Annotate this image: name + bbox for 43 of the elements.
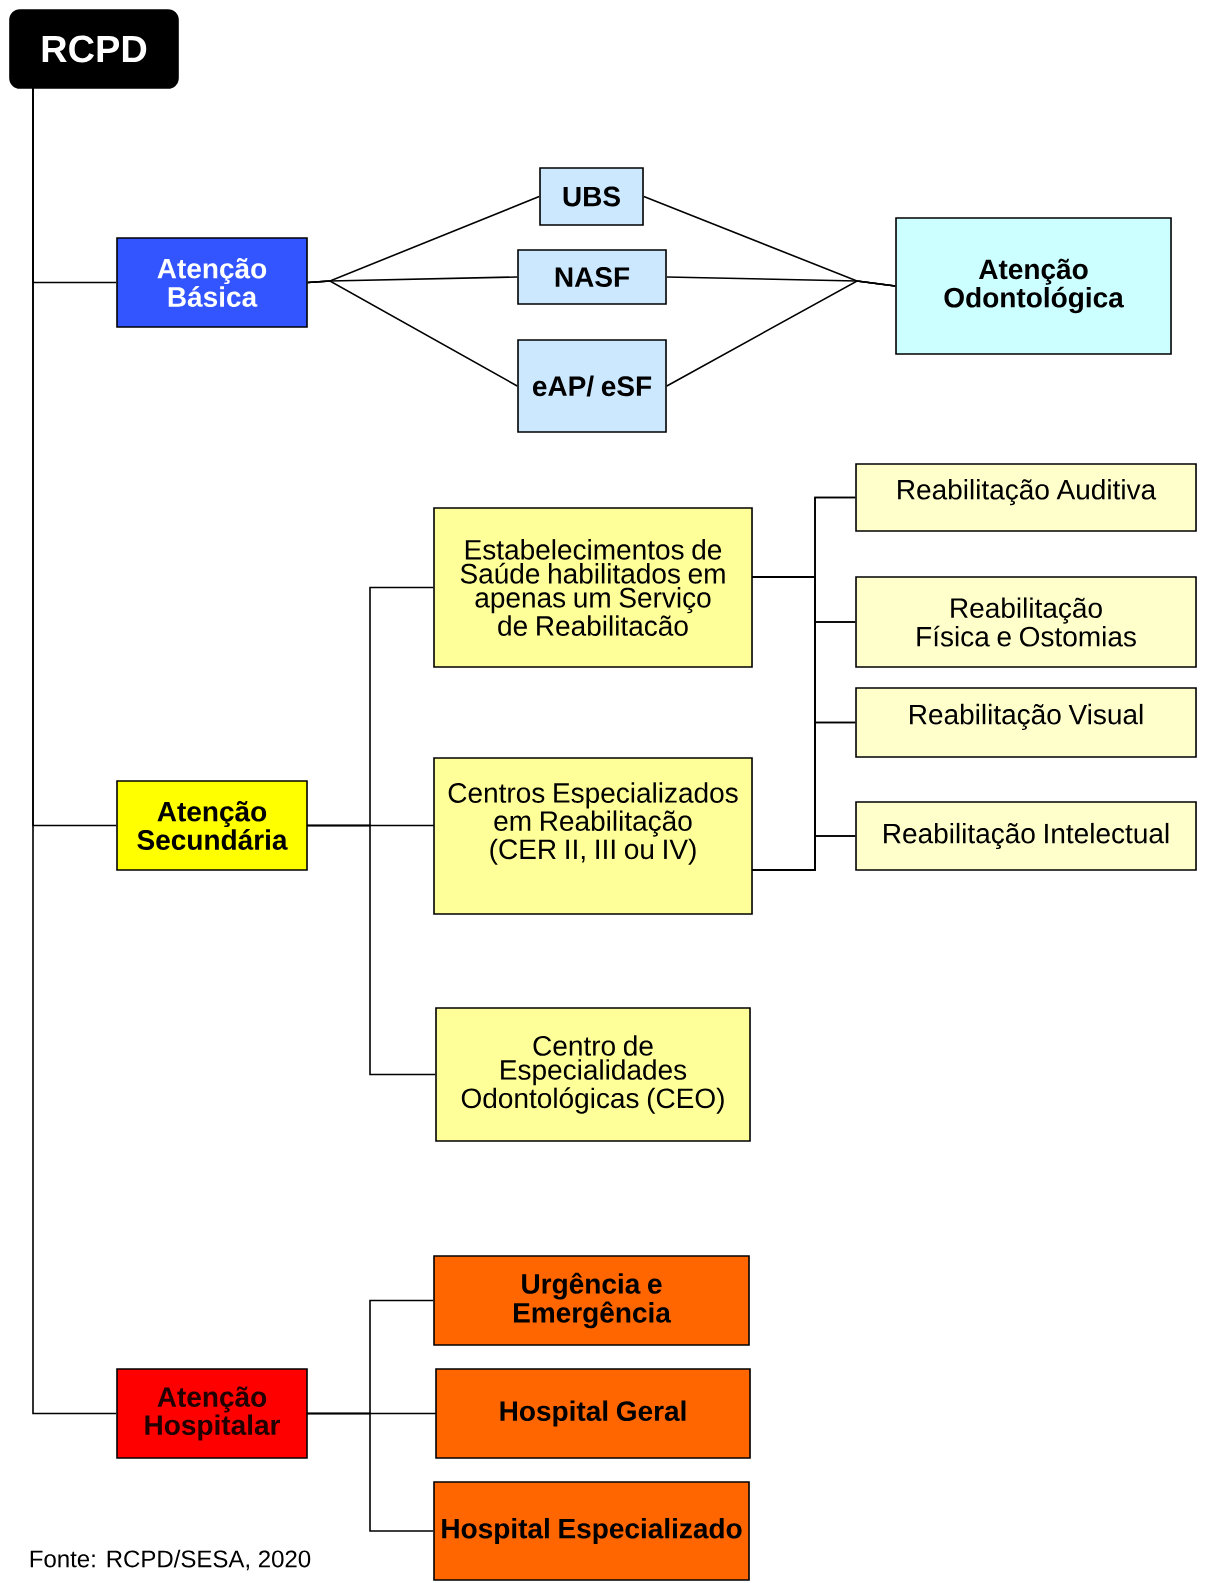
text-box xyxy=(433,507,753,668)
connector-line xyxy=(666,280,896,387)
text-box xyxy=(517,249,667,305)
node-label: Centros Especializados em Reabilitação (CER II, III ou IV) xyxy=(448,782,738,865)
node-label: Reabilitação Auditiva xyxy=(898,479,1157,506)
text-box xyxy=(855,687,1197,758)
node-label: Hospital Geral xyxy=(500,1400,686,1427)
connector-line xyxy=(306,824,436,1076)
text-box xyxy=(539,167,644,226)
node-label: Urgência e Emergência xyxy=(514,1272,672,1329)
node-label: Hospital Especializado xyxy=(442,1517,742,1545)
text-box xyxy=(435,1007,751,1142)
node-label: RCPD xyxy=(42,35,147,63)
text-box xyxy=(855,801,1197,871)
text-box xyxy=(116,1368,308,1459)
caption: Fonte: RCPD/SESA, 2020 xyxy=(30,1549,311,1571)
node-label: Atenção Básica xyxy=(157,258,267,307)
text-box xyxy=(435,1368,751,1459)
text-box xyxy=(855,576,1197,668)
connector-line xyxy=(32,87,117,1415)
node-label: Estabelecimentos de Saúde habilitados em apenas um Serviço de Reabilitacão xyxy=(460,539,725,636)
node-label: NASF xyxy=(555,267,630,287)
node-label: eAP/ eSF xyxy=(532,375,652,397)
node-label: Reabilitação Intelectual xyxy=(884,822,1169,850)
node-label: Reabilitação Visual xyxy=(910,703,1143,731)
connector-line xyxy=(307,280,518,387)
text-box xyxy=(116,780,308,871)
text-box xyxy=(433,1255,750,1346)
node-label: Centro de Especialidades Odontológicas (CEO) xyxy=(461,1035,724,1114)
text-box xyxy=(855,463,1197,532)
text-box xyxy=(517,339,667,433)
text-box xyxy=(116,237,308,328)
node-label: Atenção Hospitalar xyxy=(145,1386,281,1441)
text-box xyxy=(433,1481,750,1581)
text-box xyxy=(433,757,753,915)
connector-line xyxy=(306,1412,434,1532)
node-label: UBS xyxy=(563,186,620,207)
title-box xyxy=(9,9,179,89)
connector-line xyxy=(751,835,856,871)
node-label: Atenção Secundária xyxy=(137,801,288,850)
node-label: Reabilitação Física e Ostomias xyxy=(917,597,1136,647)
text-box xyxy=(895,217,1172,355)
node-label: Atenção Odontológica xyxy=(944,258,1124,314)
